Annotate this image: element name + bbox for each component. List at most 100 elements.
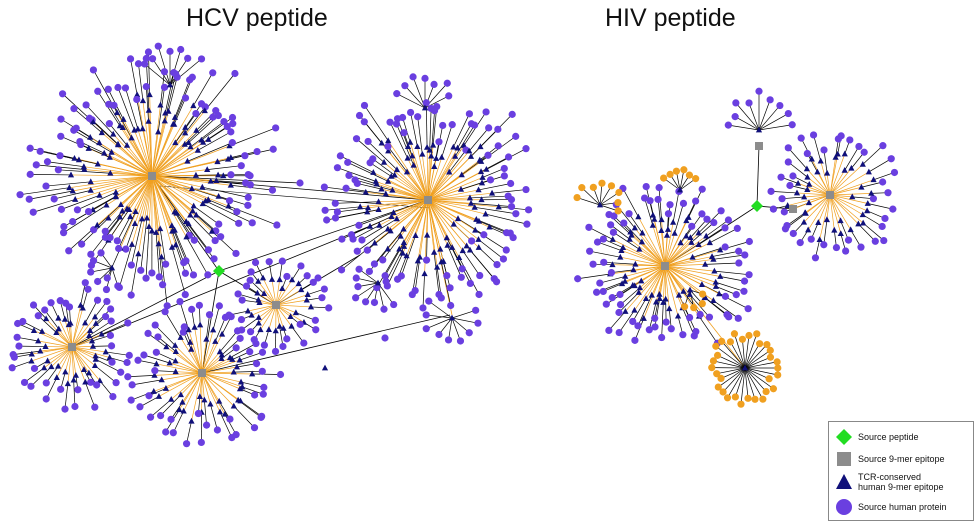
network-edge: [814, 135, 821, 161]
human-protein-node: [147, 414, 154, 421]
human-protein-node: [156, 273, 163, 280]
human-protein-node: [767, 188, 774, 195]
tcr-epitope-node: [639, 230, 645, 236]
human-protein-node: [712, 343, 719, 350]
tcr-epitope-node: [419, 151, 425, 157]
network-edge: [30, 174, 71, 175]
human-protein-node: [507, 180, 514, 187]
network-edge: [207, 166, 241, 170]
network-edge: [716, 282, 744, 291]
tcr-epitope-node: [41, 364, 47, 370]
human-protein-node: [781, 208, 788, 215]
legend-item-source-peptide: Source peptide: [835, 428, 919, 446]
human-protein-node: [812, 254, 819, 261]
human-protein-node: [244, 202, 251, 209]
human-protein-node: [322, 207, 329, 214]
human-protein-node: [756, 340, 763, 347]
human-protein-node: [745, 305, 752, 312]
human-protein-node: [140, 351, 147, 358]
human-protein-node: [162, 261, 169, 268]
network-edge: [665, 236, 706, 266]
human-protein-node: [789, 172, 796, 179]
human-protein-node: [33, 161, 40, 168]
human-protein-node: [494, 126, 501, 133]
human-protein-node: [751, 396, 758, 403]
network-edge: [423, 274, 425, 308]
network-edge: [241, 401, 262, 416]
tcr-epitope-node: [39, 328, 45, 334]
human-protein-node: [778, 195, 785, 202]
human-protein-node: [512, 210, 519, 217]
human-protein-node: [182, 270, 189, 277]
human-protein-node: [189, 74, 196, 81]
human-protein-node: [745, 271, 752, 278]
human-protein-node: [312, 326, 319, 333]
human-protein-node: [16, 191, 23, 198]
human-protein-node: [423, 99, 430, 106]
human-protein-node: [342, 185, 349, 192]
human-protein-node: [879, 142, 886, 149]
human-protein-node: [732, 393, 739, 400]
network-edge: [665, 266, 719, 294]
hcv-title: HCV peptide: [186, 4, 328, 33]
human-protein-node: [381, 334, 388, 341]
human-protein-node: [161, 308, 168, 315]
human-protein-node: [741, 251, 748, 258]
human-protein-node: [238, 162, 245, 169]
human-protein-node: [384, 143, 391, 150]
human-protein-node: [615, 189, 622, 196]
legend-item-tcr-epitope: TCR-conserved human 9-mer epitope: [835, 472, 944, 492]
human-protein-node: [593, 289, 600, 296]
human-protein-node: [382, 272, 389, 279]
human-protein-node: [466, 329, 473, 336]
network-edge: [405, 86, 425, 108]
human-protein-node: [500, 255, 507, 262]
human-protein-node: [26, 196, 33, 203]
human-protein-node: [251, 424, 258, 431]
network-edge: [276, 295, 308, 305]
network-edge: [712, 251, 739, 256]
human-protein-node: [445, 336, 452, 343]
tcr-epitope-node: [173, 242, 179, 248]
human-protein-node: [620, 219, 627, 226]
network-edge: [152, 106, 193, 176]
human-protein-node: [337, 152, 344, 159]
network-edge: [788, 148, 807, 169]
human-protein-node: [122, 246, 129, 253]
source-epitope-node: [661, 262, 669, 270]
human-protein-node: [401, 82, 408, 89]
human-protein-node: [266, 258, 273, 265]
human-protein-node: [501, 172, 508, 179]
human-protein-node: [646, 326, 653, 333]
tcr-epitope-node: [101, 150, 107, 156]
tcr-epitope-node: [62, 316, 68, 322]
tcr-epitope-node: [96, 139, 102, 145]
human-protein-node: [614, 199, 621, 206]
human-protein-node: [209, 69, 216, 76]
human-protein-node: [484, 152, 491, 159]
human-protein-node: [229, 114, 236, 121]
human-protein-node: [127, 55, 134, 62]
human-protein-node: [607, 221, 614, 228]
human-protein-node: [646, 197, 653, 204]
human-protein-node: [297, 321, 304, 328]
human-protein-node: [681, 303, 688, 310]
human-protein-node: [195, 410, 202, 417]
network-edge: [397, 94, 425, 108]
human-protein-node: [466, 110, 473, 117]
tcr-epitope-node: [260, 275, 266, 281]
network-edge: [336, 210, 379, 218]
human-protein-node: [312, 317, 319, 324]
tcr-epitope-node: [231, 369, 237, 375]
network-edge: [186, 237, 207, 275]
human-protein-node: [608, 182, 615, 189]
human-protein-node: [753, 330, 760, 337]
human-protein-node: [90, 66, 97, 73]
human-protein-node: [722, 243, 729, 250]
human-protein-node: [86, 115, 93, 122]
human-protein-node: [283, 335, 290, 342]
human-protein-node: [354, 248, 361, 255]
network-edge: [470, 196, 508, 198]
human-protein-node: [586, 248, 593, 255]
human-protein-node: [246, 172, 253, 179]
